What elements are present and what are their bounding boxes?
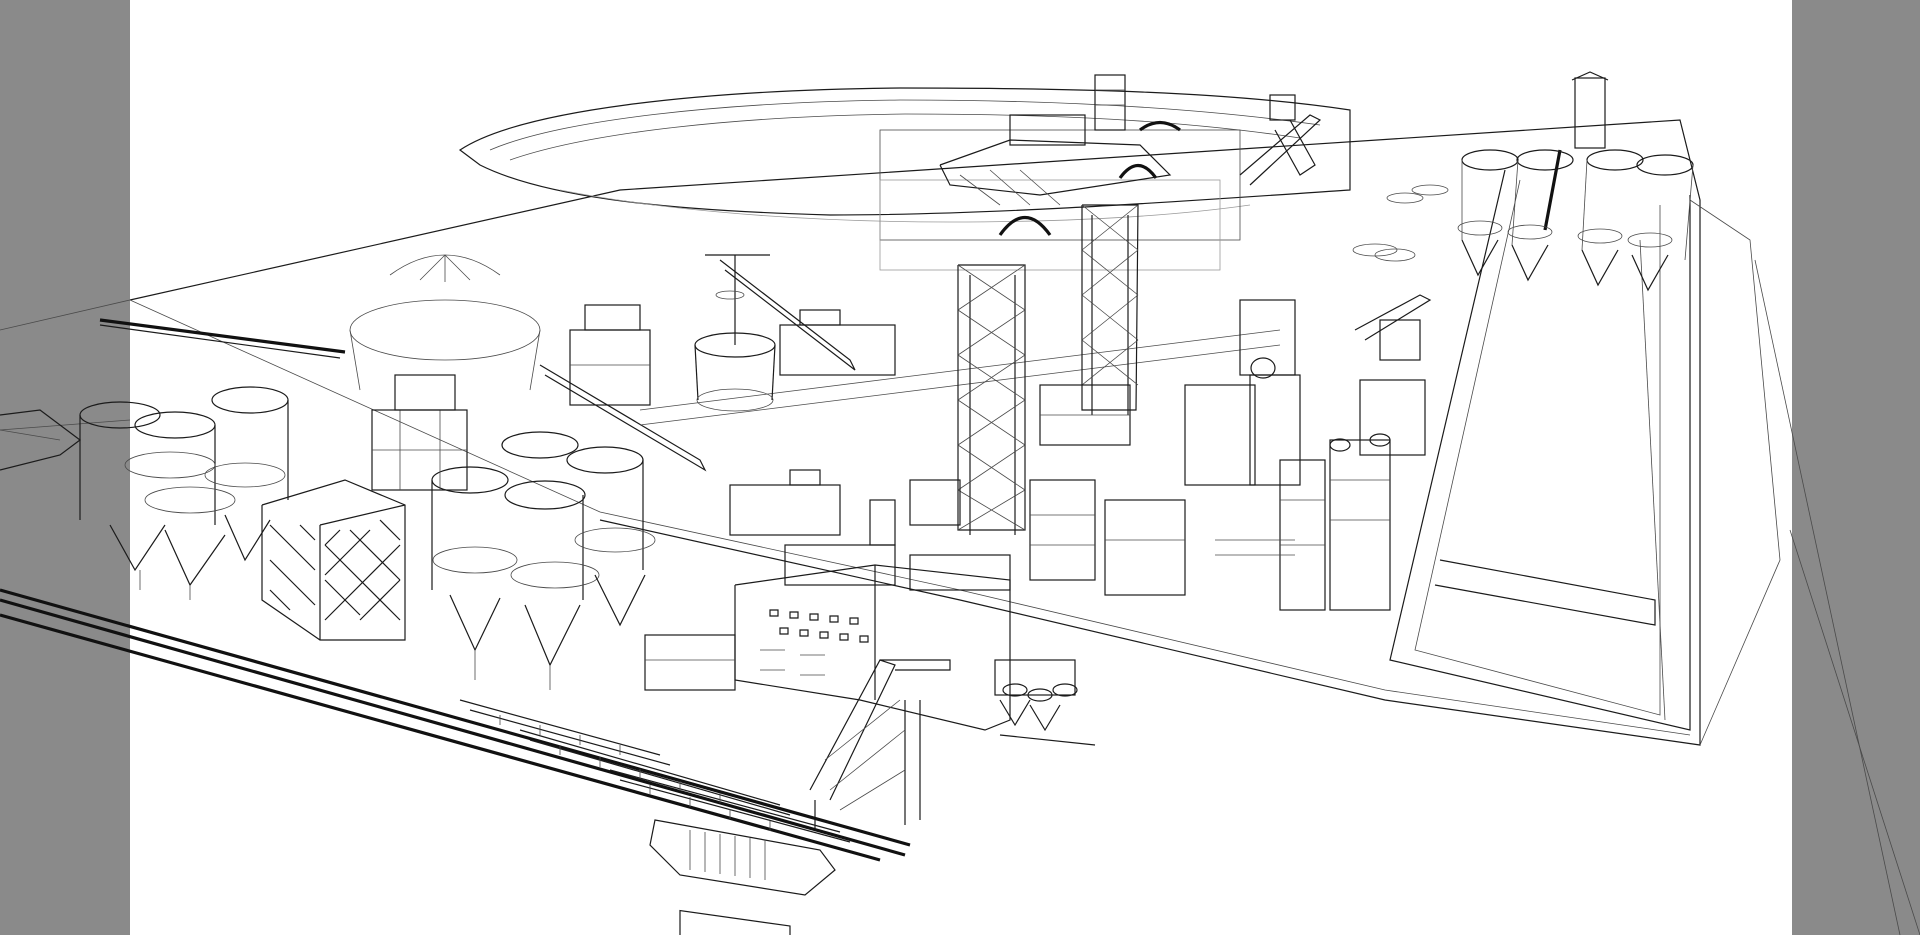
round-pads	[389, 243, 1398, 300]
reclaimer-machinery	[939, 74, 1316, 236]
screen-cube	[261, 479, 406, 641]
lattice-tower-right	[1081, 204, 1139, 415]
rail-tracks	[0, 318, 911, 862]
wagon-rows	[459, 699, 851, 843]
mixer-units	[729, 384, 1131, 546]
barge	[649, 819, 836, 935]
main-building	[644, 544, 1011, 731]
oval-stockyard	[458, 87, 1351, 271]
steel-frame-left	[349, 299, 651, 491]
loading-gantry	[809, 659, 1096, 830]
left-conveyor	[0, 409, 81, 471]
guide-lines	[0, 259, 1920, 935]
drawing-sheet	[130, 0, 1792, 935]
thickener-center	[694, 254, 896, 412]
process-buildings	[1029, 294, 1432, 611]
tank-group-center-left	[431, 431, 656, 690]
tank-group-top-right	[1374, 71, 1694, 292]
conveyor-lines	[539, 114, 1322, 472]
lattice-tower-left	[957, 264, 1026, 535]
